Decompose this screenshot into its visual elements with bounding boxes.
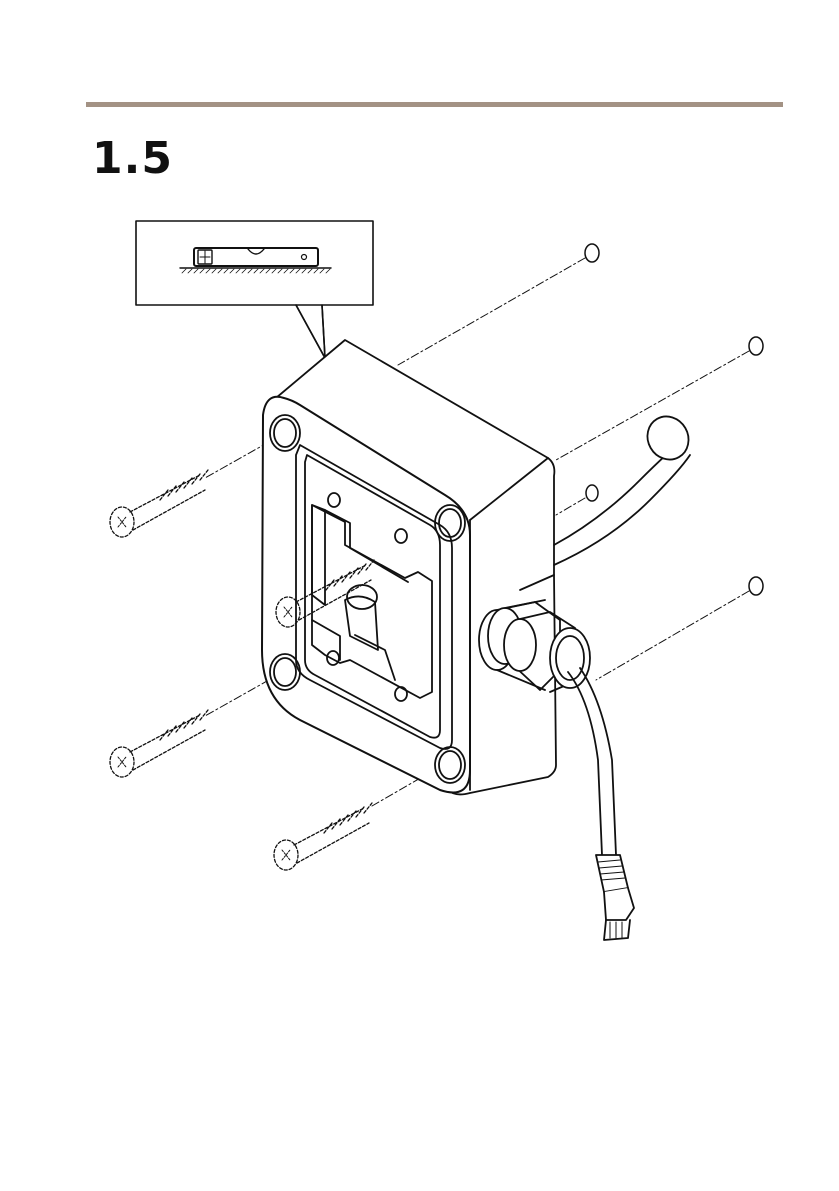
junction-box bbox=[262, 340, 556, 794]
rear-cable bbox=[554, 409, 696, 565]
level-callout bbox=[136, 221, 373, 358]
network-cable-icon bbox=[568, 668, 634, 940]
